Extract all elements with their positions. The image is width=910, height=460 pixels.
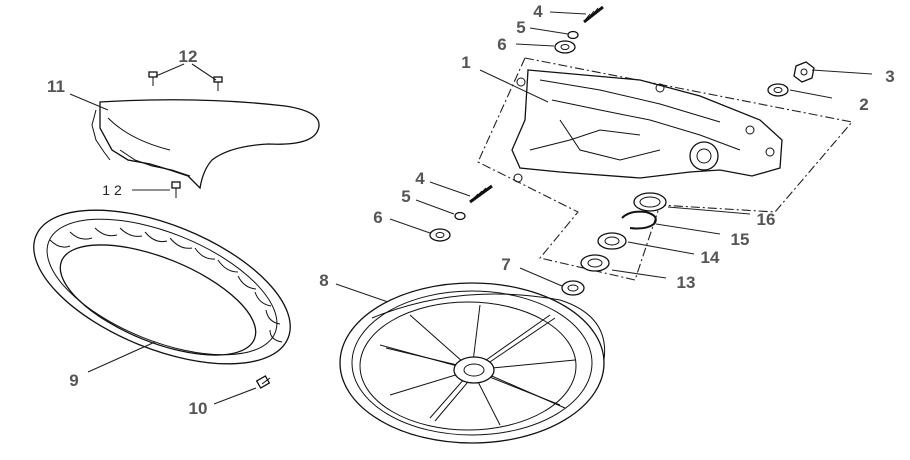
lower-spring-washer: [454, 211, 466, 221]
gear-case-swing-arm: [511, 69, 783, 183]
callout-3: 3: [885, 67, 894, 86]
tire-valve: [255, 375, 271, 389]
callout-8: 8: [319, 271, 328, 290]
callout-14: 14: [701, 248, 720, 267]
circlip: [621, 210, 657, 230]
mudguard-screw-top-right: [213, 76, 223, 91]
callout-16: 16: [757, 210, 776, 229]
callout-4-lower: 4: [415, 169, 425, 188]
lower-bolt: [469, 184, 493, 204]
upper-flat-washer: [554, 40, 576, 54]
rear-tire: [33, 209, 291, 365]
wheel-collar: [561, 280, 585, 296]
rear-mudguard: [91, 99, 320, 190]
mudguard-screw-top-left: [148, 71, 158, 86]
callout-1: 1: [461, 53, 470, 72]
upper-bolt: [583, 5, 604, 24]
oil-seal: [633, 192, 667, 212]
axle-washer: [767, 83, 789, 97]
callout-10: 10: [189, 399, 208, 418]
bearing: [597, 232, 627, 250]
callout-9: 9: [69, 371, 78, 390]
callout-4-upper: 4: [533, 2, 543, 21]
upper-spring-washer: [567, 30, 579, 40]
lower-flat-washer: [429, 228, 451, 242]
spacer-collar: [580, 254, 610, 272]
callout-12-upper: 12: [179, 47, 198, 66]
leader-lines: [69, 11, 873, 405]
callout-12-lower: 1 2: [102, 182, 122, 198]
callout-13: 13: [677, 273, 696, 292]
callout-15: 15: [731, 230, 750, 249]
callout-7: 7: [501, 255, 510, 274]
mudguard-screw-bottom: [171, 181, 181, 198]
callout-5-upper: 5: [516, 18, 525, 37]
callout-2: 2: [859, 95, 868, 114]
callout-labels: 1 2 3 4 5 6 4 5 6 7 8 9 10 11 12 1 2 13 …: [47, 2, 895, 418]
tire-tread-pattern: [49, 227, 283, 343]
callout-6-upper: 6: [497, 35, 506, 54]
callout-6-lower: 6: [373, 208, 382, 227]
axle-nut: [793, 61, 815, 83]
callout-5-lower: 5: [401, 187, 410, 206]
callout-11: 11: [47, 77, 65, 96]
rear-wheel-rim: [339, 282, 606, 444]
